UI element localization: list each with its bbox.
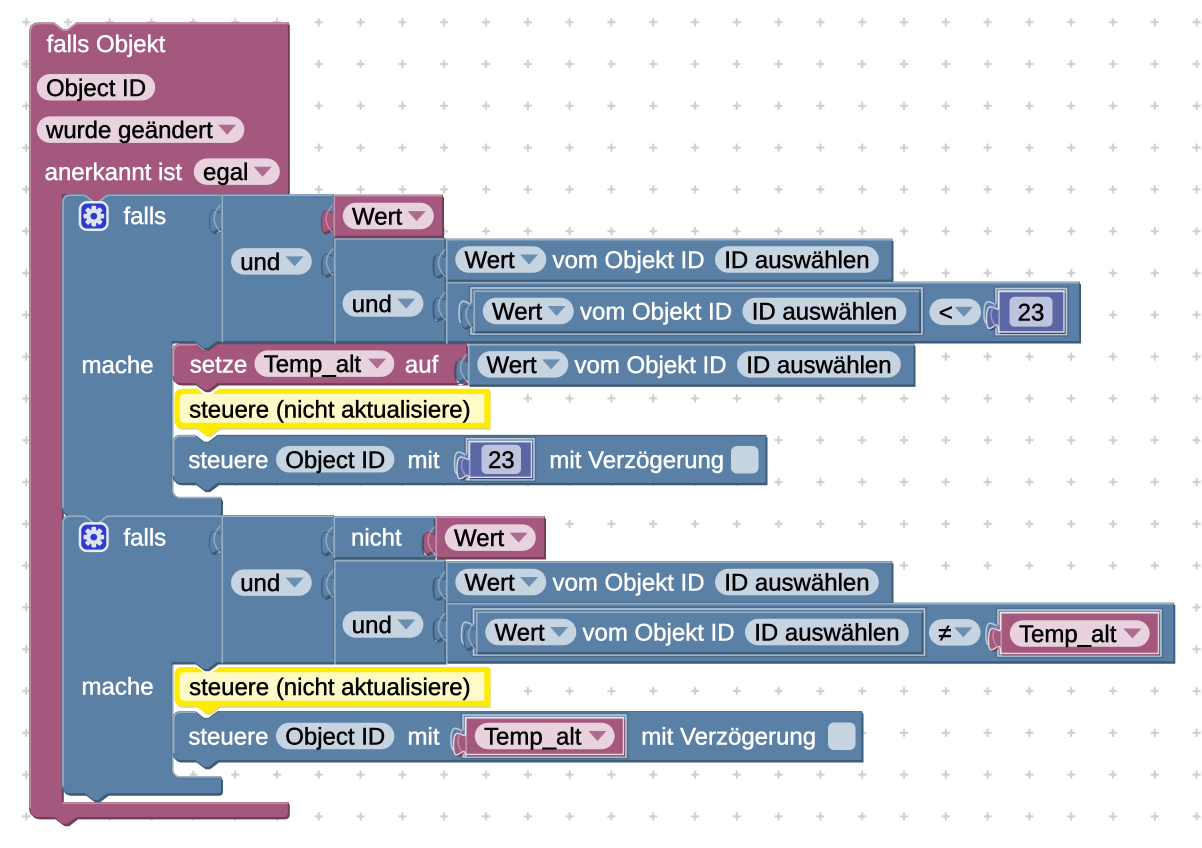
svg-text:egal: egal xyxy=(203,159,248,186)
svg-text:und: und xyxy=(240,570,280,597)
svg-text:und: und xyxy=(240,249,280,276)
svg-text:vom Objekt ID: vom Objekt ID xyxy=(583,620,735,647)
svg-text:ID auswählen: ID auswählen xyxy=(746,352,891,379)
svg-text:mit Verzögerung: mit Verzögerung xyxy=(641,724,816,751)
svg-text:Object ID: Object ID xyxy=(46,75,146,102)
svg-text:setze: setze xyxy=(190,351,247,378)
svg-text:Wert: Wert xyxy=(465,247,516,274)
svg-text:mache: mache xyxy=(82,674,154,701)
svg-text:falls: falls xyxy=(124,203,167,230)
svg-text:Wert: Wert xyxy=(487,352,538,379)
svg-text:anerkannt ist: anerkannt ist xyxy=(45,159,183,186)
svg-text:Wert: Wert xyxy=(454,525,505,552)
svg-text:wurde geändert: wurde geändert xyxy=(45,117,213,144)
svg-text:auf: auf xyxy=(405,351,439,378)
svg-text:vom Objekt ID: vom Objekt ID xyxy=(575,352,727,379)
svg-text:Temp_alt: Temp_alt xyxy=(484,724,582,751)
svg-text:Wert: Wert xyxy=(492,299,543,326)
svg-text:23: 23 xyxy=(488,447,515,474)
svg-text:Wert: Wert xyxy=(352,204,403,231)
svg-text:ID auswählen: ID auswählen xyxy=(724,570,869,597)
svg-text:mache: mache xyxy=(82,352,154,379)
svg-text:steuere (nicht aktualisiere): steuere (nicht aktualisiere) xyxy=(189,396,470,423)
svg-text:nicht: nicht xyxy=(351,525,402,552)
svg-text:vom Objekt ID: vom Objekt ID xyxy=(580,299,732,326)
svg-text:steuere (nicht aktualisiere): steuere (nicht aktualisiere) xyxy=(189,674,470,701)
svg-text:Temp_alt: Temp_alt xyxy=(264,351,362,378)
svg-text:<: < xyxy=(939,300,953,327)
svg-text:falls: falls xyxy=(124,525,167,552)
svg-text:ID auswählen: ID auswählen xyxy=(724,247,869,274)
svg-text:falls Objekt: falls Objekt xyxy=(47,31,166,58)
svg-text:Temp_alt: Temp_alt xyxy=(1019,621,1117,648)
svg-text:Object ID: Object ID xyxy=(285,724,385,751)
svg-text:und: und xyxy=(352,612,392,639)
svg-text:mit: mit xyxy=(408,447,440,474)
svg-text:vom Objekt ID: vom Objekt ID xyxy=(553,570,705,597)
svg-text:und: und xyxy=(352,291,392,318)
svg-text:≠: ≠ xyxy=(938,620,951,647)
svg-text:ID auswählen: ID auswählen xyxy=(752,299,897,326)
svg-text:Wert: Wert xyxy=(495,620,546,647)
svg-text:ID auswählen: ID auswählen xyxy=(754,620,899,647)
svg-text:23: 23 xyxy=(1018,299,1045,326)
svg-text:mit: mit xyxy=(408,724,440,751)
svg-text:Object ID: Object ID xyxy=(285,447,385,474)
svg-text:Wert: Wert xyxy=(465,570,516,597)
svg-text:steuere: steuere xyxy=(188,724,268,751)
svg-text:steuere: steuere xyxy=(188,447,268,474)
svg-text:vom Objekt ID: vom Objekt ID xyxy=(553,247,705,274)
svg-text:mit Verzögerung: mit Verzögerung xyxy=(549,447,724,474)
